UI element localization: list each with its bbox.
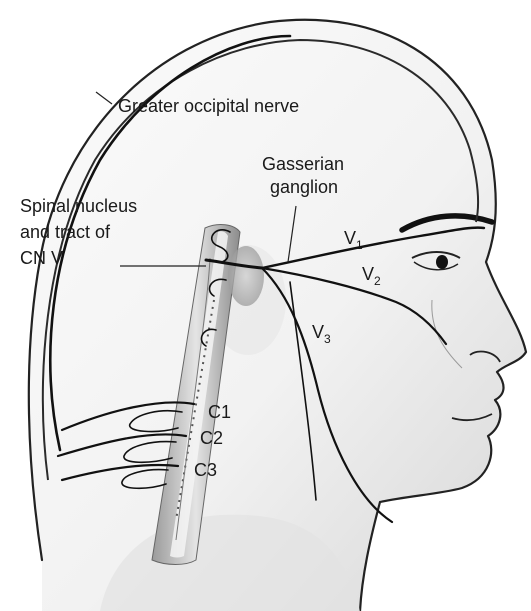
label-gasserian-line2: ganglion xyxy=(270,177,338,197)
gasserian-ganglion-body xyxy=(228,246,264,306)
label-c1: C1 xyxy=(208,402,231,422)
label-gasserian-line1: Gasserian xyxy=(262,154,344,174)
label-spinal-nucleus-line1: Spinal nucleus xyxy=(20,196,137,216)
label-v3-main: V xyxy=(312,322,324,342)
eye-iris xyxy=(436,255,448,269)
label-c2: C2 xyxy=(200,428,223,448)
label-greater-occipital-nerve: Greater occipital nerve xyxy=(118,96,299,116)
label-v1-main: V xyxy=(344,228,356,248)
label-spinal-nucleus-line3: CN V xyxy=(20,248,63,268)
leader-greater-occipital xyxy=(96,92,112,104)
label-spinal-nucleus-line2: and tract of xyxy=(20,222,111,242)
label-v2-main: V xyxy=(362,264,374,284)
label-v1-sub: 1 xyxy=(356,238,363,252)
label-c3: C3 xyxy=(194,460,217,480)
label-v3-sub: 3 xyxy=(324,332,331,346)
label-v2-sub: 2 xyxy=(374,274,381,288)
